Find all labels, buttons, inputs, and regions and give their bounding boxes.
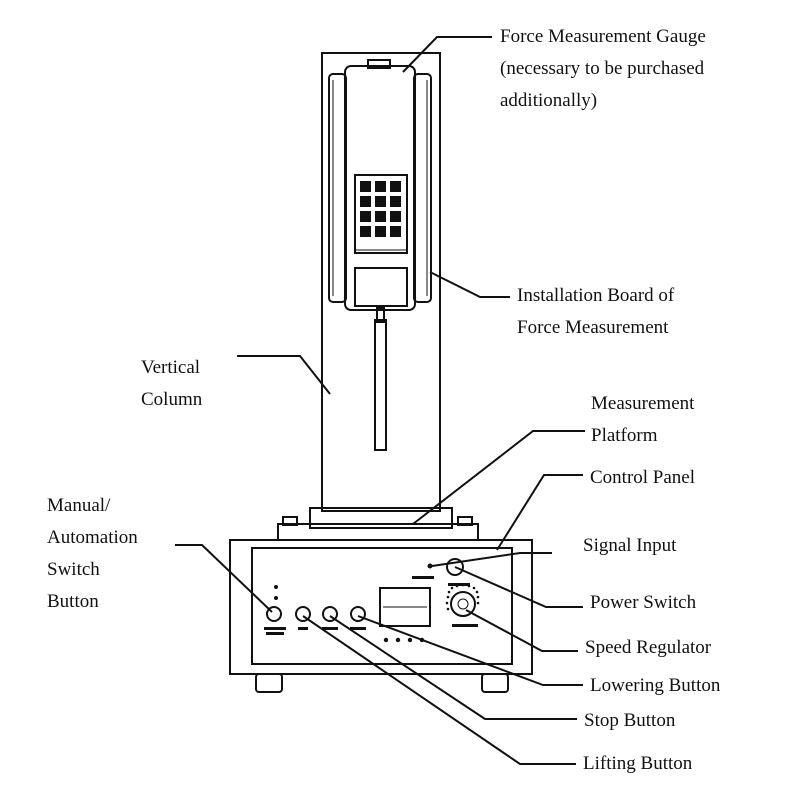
installation-board-right <box>413 73 432 303</box>
leader-power-switch <box>454 566 583 608</box>
signal-input-port <box>427 563 433 569</box>
label-stop-button: Stop Button <box>584 710 676 731</box>
label-vertical-column: Vertical Column <box>141 357 203 410</box>
foot-right <box>481 673 509 693</box>
leader-stop-button <box>329 615 577 720</box>
gauge-clip-top <box>367 59 391 69</box>
label-lowering-button: Lowering Button <box>590 675 721 696</box>
panel-display <box>379 587 431 627</box>
label-manual-automation-switch: Manual/ Automation Switch Button <box>47 495 138 612</box>
stop-button-shape <box>322 606 338 622</box>
label-control-panel: Control Panel <box>590 467 696 488</box>
installation-board-left <box>328 73 347 303</box>
leader-signal-input <box>431 552 552 567</box>
leader-vertical-column <box>237 355 331 395</box>
manual-automation-button <box>266 606 282 622</box>
leader-lifting-button <box>302 615 576 765</box>
leader-installation-board <box>429 271 510 298</box>
gauge-keypad <box>354 174 408 254</box>
foot-left <box>255 673 283 693</box>
vertical-column <box>321 52 441 512</box>
leader-lowering-button <box>357 615 583 686</box>
label-power-switch: Power Switch <box>590 592 697 613</box>
gauge-probe-rod <box>374 319 387 451</box>
lifting-button-shape <box>295 606 311 622</box>
leader-gauge <box>402 36 492 73</box>
leader-manual-switch <box>175 544 273 613</box>
label-lifting-button: Lifting Button <box>583 753 693 774</box>
label-signal-input: Signal Input <box>583 535 677 556</box>
base-top-plate <box>277 523 479 541</box>
label-speed-regulator: Speed Regulator <box>585 637 712 658</box>
lowering-button-shape <box>350 606 366 622</box>
label-force-measurement-gauge: Force Measurement Gauge (necessary to be… <box>500 26 706 111</box>
label-installation-board: Installation Board of Force Measurement <box>517 285 675 338</box>
speed-regulator-knob <box>450 591 476 617</box>
leader-speed-regulator <box>465 609 578 652</box>
measurement-platform <box>309 507 453 529</box>
label-measurement-platform: Measurement Platform <box>591 393 695 446</box>
control-panel <box>251 547 513 665</box>
gauge-bottom-block <box>354 267 408 307</box>
base-box <box>229 539 533 675</box>
power-switch-shape <box>446 558 464 576</box>
leader-control-panel <box>496 474 583 551</box>
leader-measurement-platform <box>412 430 585 525</box>
